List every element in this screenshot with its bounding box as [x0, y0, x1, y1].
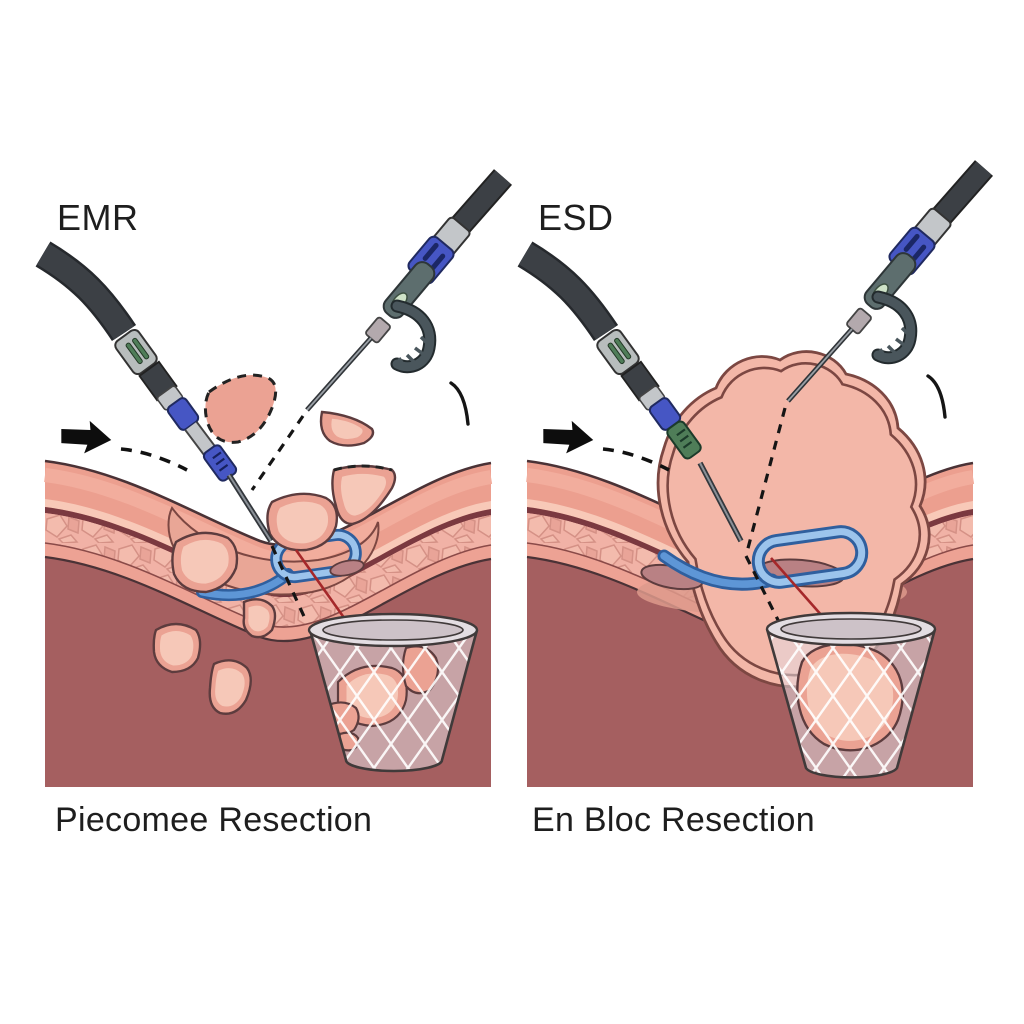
emr-surface-fragments	[171, 464, 397, 594]
esd-needle-knife	[788, 168, 984, 401]
esd-caption: En Bloc Resection	[532, 801, 815, 839]
esd-snare-loop	[657, 525, 869, 591]
esd-retrieval-basket	[765, 611, 937, 779]
emr-submucosal-cushion	[329, 559, 365, 577]
emr-retrieval-trajectory	[270, 545, 354, 630]
esd-lifted-lesion	[656, 350, 931, 689]
esd-panel-label: ESD	[538, 197, 614, 238]
esd-direction-arrow	[540, 417, 596, 457]
emr-motion-arc	[449, 381, 470, 426]
emr-caption: Piecomee Resection	[55, 801, 373, 839]
emr-direction-arrow	[58, 417, 114, 457]
emr-air-fragments	[203, 373, 375, 447]
emr-approach-dash	[119, 447, 189, 472]
emr-needle-knife	[307, 177, 503, 410]
emr-panel-label: EMR	[57, 197, 139, 238]
esd-motion-arc	[926, 374, 947, 419]
panel-emr	[35, 177, 503, 787]
emr-retrieval-basket	[307, 612, 479, 773]
emr-basket-specimens	[310, 630, 477, 771]
esd-basket-specimen	[767, 629, 935, 778]
esd-endoscope-knife	[517, 241, 744, 543]
panel-esd	[517, 168, 984, 787]
emr-endoscope-injector	[35, 241, 274, 543]
esd-retrieval-trajectory	[744, 407, 824, 625]
emr-cut-line	[250, 415, 305, 491]
